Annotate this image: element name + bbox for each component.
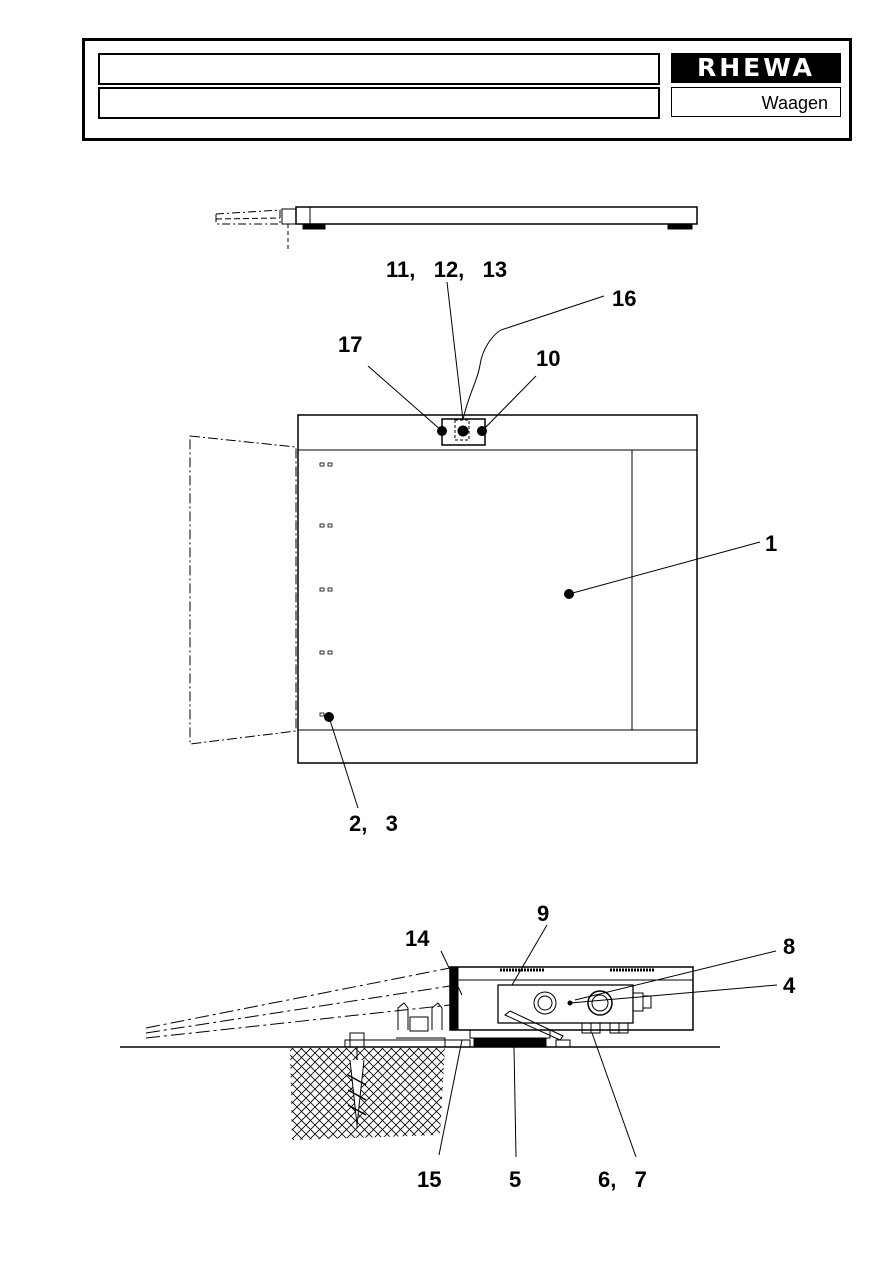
- top-view-ramp-outline: [189, 435, 297, 745]
- anchor-dowel: [349, 1059, 365, 1126]
- title-block: RHEWA Waagen: [82, 38, 852, 141]
- leader-10: [481, 375, 537, 432]
- stop-block: [555, 1039, 571, 1048]
- callout-15: 15: [417, 1167, 441, 1192]
- leader-14: [440, 950, 463, 996]
- tilt-plate: [504, 1010, 564, 1041]
- foundation-hatch: [290, 1048, 445, 1140]
- ramp-line-1: [145, 967, 451, 1029]
- load-cell-bore-right-inner: [591, 994, 609, 1012]
- leader-8: [574, 950, 777, 1001]
- leader-6-7: [591, 1032, 637, 1158]
- hinge-bracket-left: [397, 1002, 409, 1030]
- junction-box-inner: [454, 419, 470, 441]
- anchor-thread: [347, 1074, 367, 1116]
- leader-16: [500, 295, 605, 331]
- callout-5: 5: [509, 1167, 521, 1192]
- side-view-hinge: [281, 208, 297, 225]
- section-view: [120, 966, 720, 1140]
- cable-16: [462, 329, 502, 421]
- callout-16: 16: [612, 286, 636, 311]
- hinge-markers: [319, 462, 333, 717]
- leader-17: [367, 365, 443, 432]
- base-plate: [344, 1039, 471, 1048]
- brand-logo: RHEWA: [671, 53, 841, 83]
- top-view-leaders: [328, 281, 761, 809]
- side-view-foot-left: [302, 223, 326, 230]
- title-field-1: [98, 53, 660, 85]
- platform-frame-section: [449, 966, 694, 1031]
- callout-1: 1: [765, 531, 777, 556]
- hinge-bracket-right: [431, 1002, 443, 1030]
- callout-10: 10: [536, 346, 560, 371]
- side-view-platform: [295, 206, 698, 225]
- leader-4: [569, 984, 778, 1004]
- leader-11-12-13: [446, 281, 464, 421]
- leader-9: [511, 924, 548, 986]
- callout-4: 4: [783, 973, 796, 998]
- callout-8: 8: [783, 934, 795, 959]
- ramp-line-3: [145, 1004, 451, 1039]
- top-view-outline: [297, 414, 698, 764]
- callout-11-12-13: 11, 12, 13: [386, 257, 507, 282]
- side-view-ramp-outline: [215, 209, 281, 225]
- load-cell-bore-right: [587, 990, 613, 1016]
- ramp-line-2: [145, 985, 451, 1034]
- callout-2-3: 2, 3: [349, 811, 398, 836]
- cable-gland: [457, 425, 469, 437]
- callout-17: 17: [338, 332, 362, 357]
- side-view: [215, 206, 698, 250]
- hinge-bolt-head: [409, 1016, 429, 1032]
- load-cell-bore-left: [533, 991, 557, 1015]
- callout-14: 14: [405, 926, 430, 951]
- hinge-base: [396, 1037, 446, 1047]
- leader-15: [438, 1039, 463, 1156]
- side-view-ramp-dashed: [215, 217, 281, 220]
- leader-1: [568, 541, 761, 595]
- frame-edge-14: [449, 966, 459, 1031]
- callout-6-7: 6, 7: [598, 1167, 647, 1192]
- leader-2-3: [328, 716, 359, 809]
- foot-pad-5: [473, 1037, 547, 1048]
- load-cell-bore-left-inner: [537, 995, 553, 1011]
- section-leaders: [438, 924, 778, 1158]
- leader-5: [513, 1046, 517, 1158]
- cable-gland-section: [632, 992, 644, 1012]
- top-view: [189, 329, 698, 764]
- brand-subtitle: Waagen: [671, 87, 841, 117]
- title-field-2: [98, 87, 660, 119]
- foot-plate: [469, 1029, 551, 1039]
- callout-9: 9: [537, 901, 549, 926]
- cable-gland-nut: [642, 995, 652, 1009]
- side-view-foot-right: [667, 223, 693, 230]
